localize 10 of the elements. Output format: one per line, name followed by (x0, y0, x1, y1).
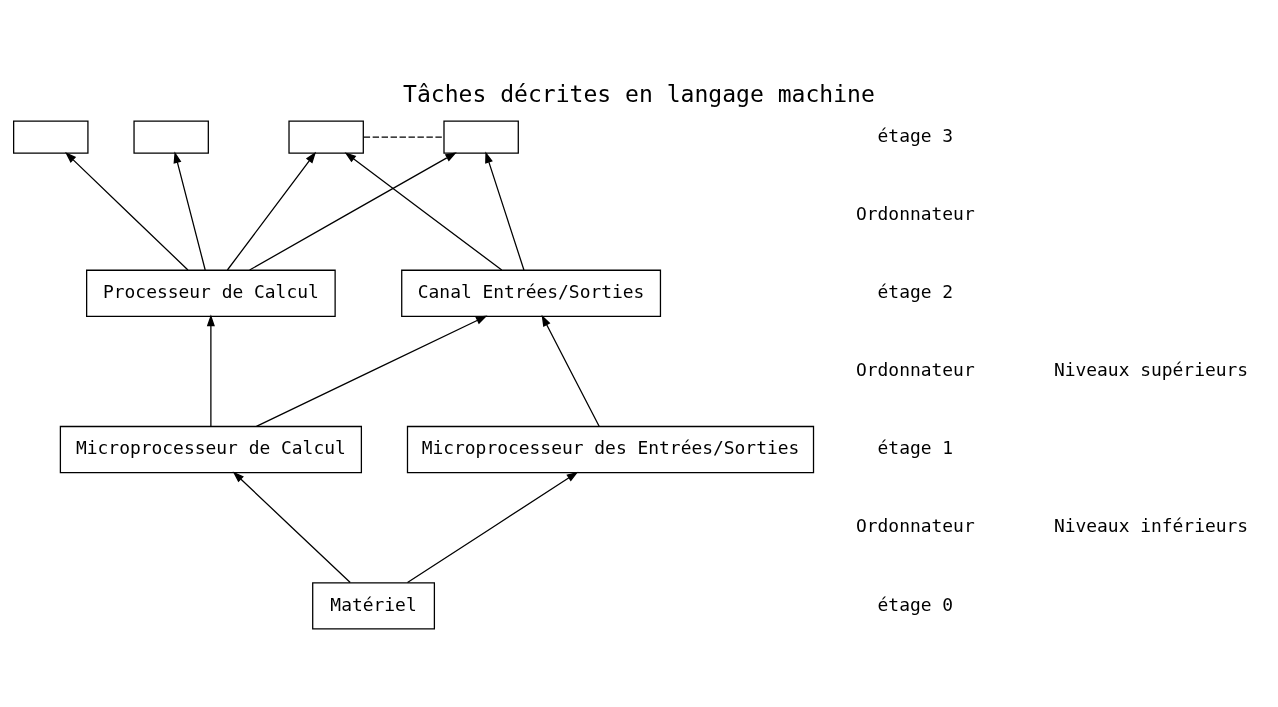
label: étage 3 (877, 124, 954, 146)
label: Niveaux supérieurs (1053, 359, 1249, 381)
label: étage 2 (877, 281, 954, 303)
label: Ordonnateur (855, 202, 975, 224)
diagram-title: Tâches décrites en langage machine (403, 80, 875, 107)
label: Niveaux inférieurs (1053, 515, 1249, 537)
label: étage 0 (877, 593, 954, 615)
label: Ordonnateur (855, 359, 975, 381)
label: Ordonnateur (855, 515, 975, 537)
label: étage 1 (877, 437, 954, 459)
